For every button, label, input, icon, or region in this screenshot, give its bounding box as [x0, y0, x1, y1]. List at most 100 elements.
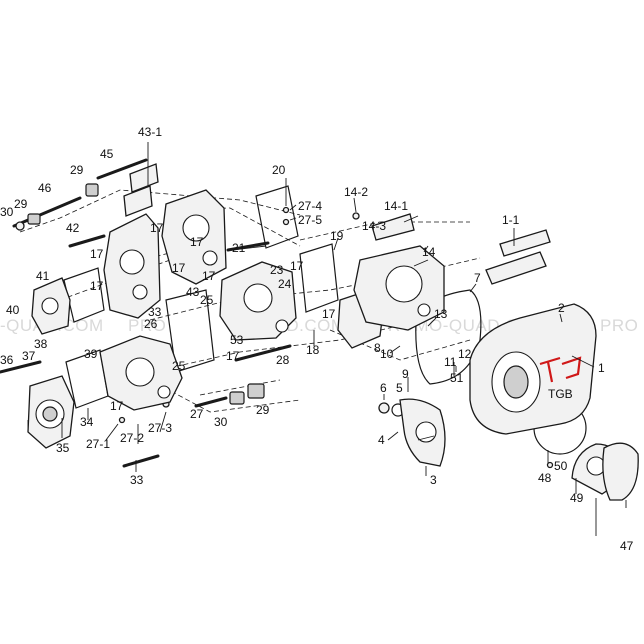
- bolt-42: [68, 234, 106, 248]
- label-48: 48: [538, 471, 552, 485]
- gasket-26: [165, 289, 215, 373]
- label-27-5: 27-5: [298, 213, 322, 227]
- label-14: 14: [422, 245, 436, 259]
- label-17g: 17: [290, 259, 304, 273]
- label-11: 11: [444, 355, 457, 369]
- label-43-1: 43-1: [138, 125, 162, 139]
- label-49: 49: [570, 491, 584, 505]
- label-24: 24: [278, 277, 292, 291]
- label-34: 34: [80, 415, 94, 429]
- label-14-1: 14-1: [384, 199, 408, 213]
- shaft-45: [96, 158, 148, 180]
- bolt-33: [122, 454, 160, 468]
- label-13: 13: [434, 307, 448, 321]
- leader-lines: [27, 142, 627, 536]
- decal-43-1a: [123, 185, 153, 217]
- label-18: 18: [306, 343, 320, 357]
- decal-1-1a: [485, 251, 547, 285]
- bolt-28: [234, 344, 292, 362]
- tgb-logo: [539, 356, 582, 383]
- label-27-2: 27-2: [120, 431, 144, 445]
- label-17c: 17: [90, 247, 104, 261]
- label-51: 51: [450, 371, 464, 385]
- brand-logo-text: TGB: [548, 387, 573, 401]
- gasket-41: [63, 267, 105, 323]
- label-17h: 17: [226, 349, 240, 363]
- label-17j: 17: [110, 399, 124, 413]
- label-33b: 33: [130, 473, 144, 487]
- label-1: 1: [598, 361, 605, 375]
- label-29a: 29: [70, 163, 84, 177]
- label-29c: 29: [256, 403, 270, 417]
- label-27-4: 27-4: [298, 199, 322, 213]
- label-41: 41: [36, 269, 50, 283]
- label-26: 26: [144, 317, 158, 331]
- bearing-29b: [27, 213, 41, 225]
- pin-50: [546, 461, 554, 469]
- label-35: 35: [56, 441, 70, 455]
- cvt-cover-1: TGB: [469, 303, 597, 435]
- label-3: 3: [430, 473, 437, 487]
- bushing-6: [378, 402, 390, 414]
- intake-parts: [571, 442, 639, 501]
- label-27-1: 27-1: [86, 437, 110, 451]
- label-36: 36: [0, 353, 14, 367]
- label-47: 47: [620, 539, 634, 553]
- bearing-29a: [85, 183, 99, 197]
- screw-27-4: [282, 206, 290, 214]
- label-50: 50: [554, 459, 568, 473]
- label-17a: 17: [150, 221, 164, 235]
- label-1-1: 1-1: [502, 213, 520, 227]
- label-33a: 33: [148, 305, 162, 319]
- label-38: 38: [34, 337, 48, 351]
- watermark-right: PRO: [600, 316, 638, 335]
- label-10: 10: [380, 347, 394, 361]
- label-46: 46: [38, 181, 52, 195]
- label-17b: 17: [190, 235, 204, 249]
- gasket-20: [255, 185, 299, 249]
- decal-14-1: [371, 213, 415, 241]
- gasket-19: [299, 243, 339, 313]
- label-45: 45: [100, 147, 114, 161]
- label-6: 6: [380, 381, 387, 395]
- label-17i: 17: [322, 307, 336, 321]
- label-14-3: 14-3: [362, 219, 386, 233]
- bolt-21: [226, 241, 270, 252]
- decal-43-1b: [129, 163, 159, 193]
- label-37: 37: [22, 349, 36, 363]
- label-2: 2: [558, 301, 565, 315]
- label-17e: 17: [90, 279, 104, 293]
- shaft-46: [12, 196, 82, 228]
- decal-1-1b: [499, 229, 551, 257]
- label-5: 5: [396, 381, 403, 395]
- screw-27-5: [282, 218, 290, 226]
- label-12: 12: [458, 347, 472, 361]
- label-27-3: 27-3: [148, 421, 172, 435]
- bolt-27: [194, 396, 228, 408]
- label-7: 7: [474, 271, 481, 285]
- label-29b: 29: [14, 197, 28, 211]
- label-21: 21: [232, 241, 246, 255]
- label-39: 39: [84, 347, 98, 361]
- pin-27-1: [118, 416, 126, 424]
- label-8: 8: [374, 341, 381, 355]
- label-42: 42: [66, 221, 80, 235]
- label-23: 23: [270, 263, 284, 277]
- bearing-29c: [247, 383, 265, 399]
- watermark-mid1: PRO: [128, 316, 166, 335]
- label-28: 28: [276, 353, 290, 367]
- decals: [123, 163, 551, 285]
- label-53: 53: [230, 333, 244, 347]
- major-parts: [27, 189, 446, 467]
- washer-30a: [15, 221, 25, 231]
- screw-14-2: [352, 212, 360, 220]
- part-labels: 43-1 45 29 46 29 30 42 17 17 17 17 41 40…: [0, 125, 634, 553]
- label-20: 20: [272, 163, 286, 177]
- label-19: 19: [330, 229, 344, 243]
- label-17d: 17: [172, 261, 186, 275]
- label-30b: 30: [214, 415, 228, 429]
- bolt-36: [0, 360, 42, 374]
- label-4: 4: [378, 433, 385, 447]
- label-43: 43: [186, 285, 200, 299]
